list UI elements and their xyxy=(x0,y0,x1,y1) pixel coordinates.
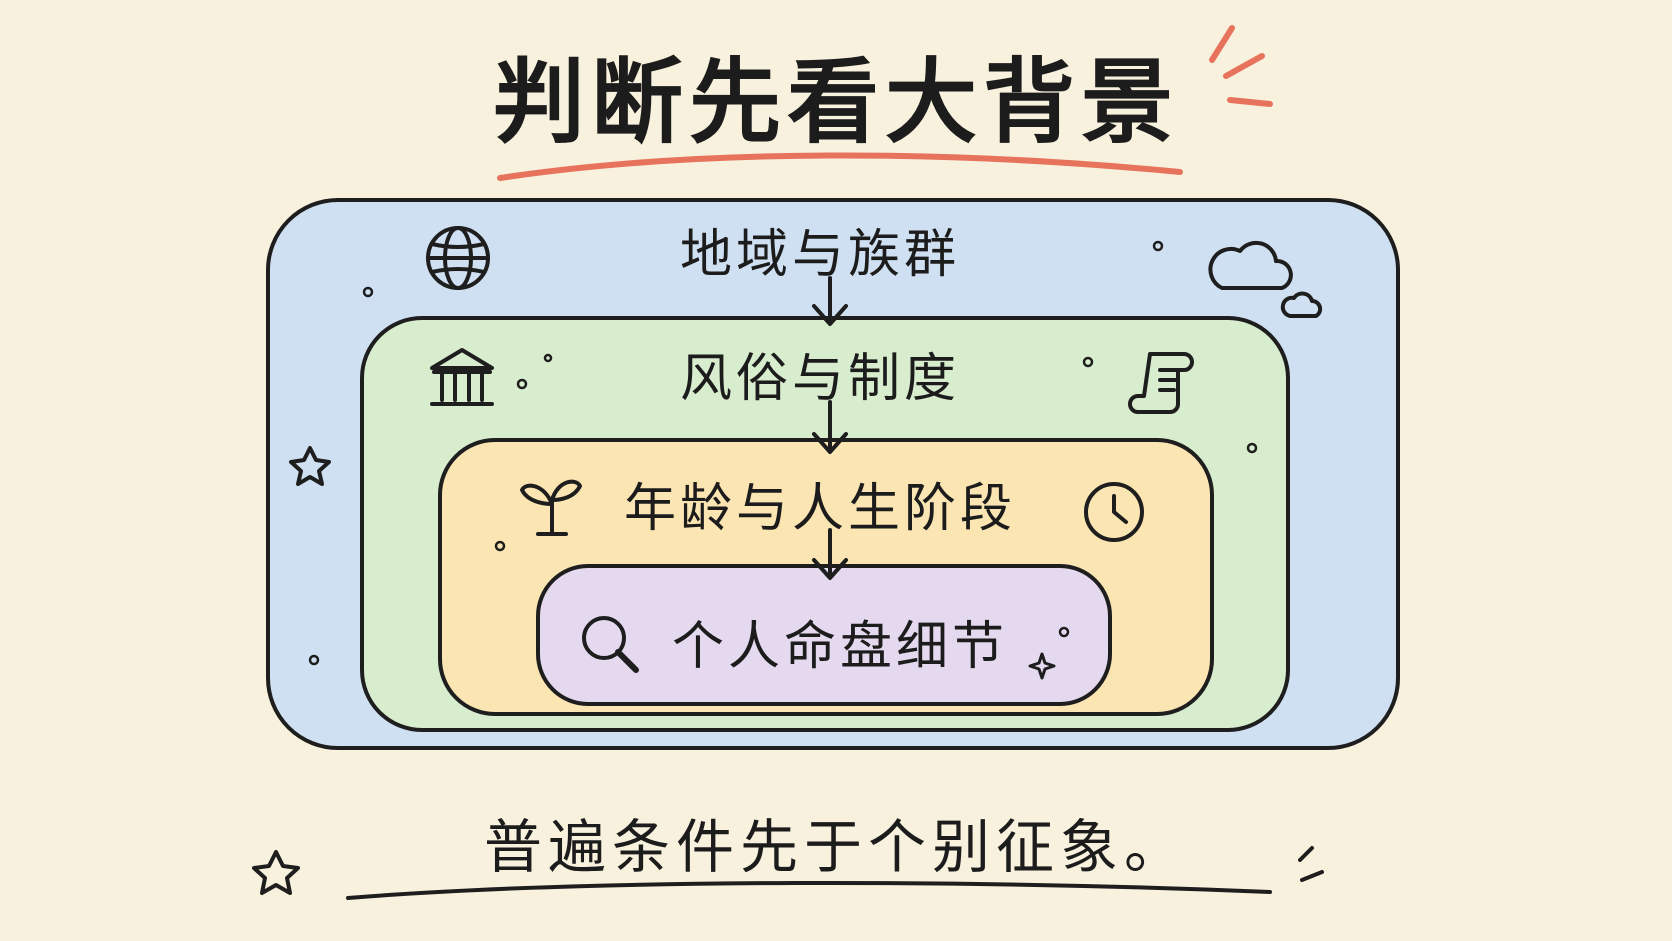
layer-4-box xyxy=(536,564,1112,706)
arrow-2 xyxy=(812,400,848,454)
scroll-icon xyxy=(1128,352,1194,414)
caption: 普遍条件先于个别征象。 xyxy=(483,813,1188,881)
layer-label-age: 年龄与人生阶段 xyxy=(623,479,1016,539)
sparkle-lines xyxy=(1209,25,1273,107)
title-underline xyxy=(497,152,1183,181)
arrow-3 xyxy=(812,528,848,580)
layer-label-customs: 风俗与制度 xyxy=(679,349,960,409)
decorative-dots xyxy=(308,240,1258,666)
page-title: 判断先看大背景 xyxy=(492,49,1179,156)
sprout-icon xyxy=(520,479,582,536)
arrow-1 xyxy=(812,276,848,326)
magnifier-icon xyxy=(582,616,639,673)
layer-label-region: 地域与族群 xyxy=(679,225,960,285)
caption-underline xyxy=(346,880,1272,900)
layer-label-personal: 个人命盘细节 xyxy=(671,617,1008,677)
globe-icon xyxy=(426,226,490,290)
cloud-icon xyxy=(1208,240,1323,318)
star-icon xyxy=(252,446,1056,895)
caption-marks xyxy=(1298,846,1324,882)
clock-icon xyxy=(1084,482,1144,542)
temple-icon xyxy=(430,348,494,406)
